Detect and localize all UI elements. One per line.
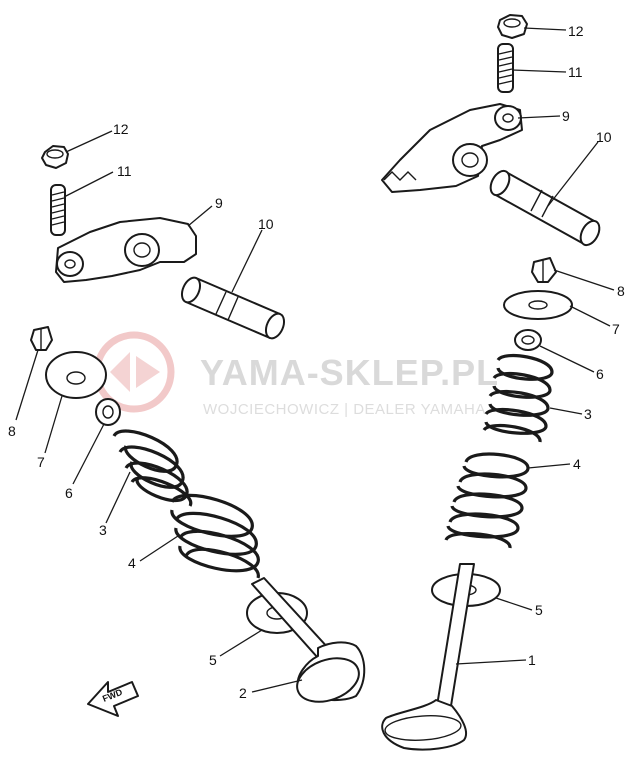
left-spring-retainer [45, 351, 107, 399]
callout-right-1: 1 [528, 652, 536, 668]
callout-right-10: 10 [596, 129, 612, 145]
watermark: YAMA-SKLEP.PL WOJCIECHOWICZ | DEALER YAM… [93, 331, 499, 418]
callout-left-12: 12 [113, 121, 129, 137]
left-adjuster-screw [50, 184, 66, 236]
callout-left-8: 8 [8, 423, 16, 439]
callout-right-4: 4 [573, 456, 581, 472]
left-outer-valve-spring [170, 493, 260, 579]
callout-right-5: 5 [535, 602, 543, 618]
right-rocker-arm [381, 103, 523, 193]
callout-right-8: 8 [617, 283, 625, 299]
callout-left-5: 5 [209, 652, 217, 668]
callout-left-11: 11 [117, 163, 132, 179]
left-inner-valve-spring [112, 429, 193, 507]
callout-left-6: 6 [65, 485, 73, 501]
right-inner-valve-spring [482, 353, 554, 443]
right-valve-cotter [531, 257, 557, 283]
right-spring-retainer [503, 290, 573, 320]
callout-left-2: 2 [239, 685, 247, 701]
callout-right-3: 3 [584, 406, 592, 422]
right-outer-valve-spring [444, 452, 530, 549]
callout-right-12: 12 [568, 23, 584, 39]
right-nut [497, 14, 528, 39]
left-valve [251, 577, 366, 703]
callout-left-9: 9 [215, 195, 223, 211]
forward-direction-arrow: FWD [87, 681, 139, 717]
left-nut [41, 145, 69, 169]
callout-right-11: 11 [568, 64, 583, 80]
callout-left-3: 3 [99, 522, 107, 538]
watermark-subtitle: WOJCIECHOWICZ | DEALER YAMAHA [203, 401, 486, 418]
left-rocker-arm [55, 217, 197, 283]
callout-left-4: 4 [128, 555, 136, 571]
left-rocker-shaft [180, 276, 286, 340]
watermark-title: YAMA-SKLEP.PL [200, 352, 499, 393]
watermark-logo-icon [93, 331, 175, 413]
callout-left-7: 7 [37, 454, 45, 470]
callout-right-7: 7 [612, 321, 620, 337]
leader-lines [15, 27, 615, 693]
right-valve-stem-seal [514, 329, 542, 351]
callout-right-6: 6 [596, 366, 604, 382]
left-valve-cotter [30, 326, 53, 351]
right-adjuster-screw [497, 43, 514, 93]
right-rocker-shaft [489, 169, 601, 247]
right-valve [381, 563, 475, 751]
callout-left-10: 10 [258, 216, 274, 232]
callout-right-9: 9 [562, 108, 570, 124]
left-valve-stem-seal [95, 398, 121, 426]
callout-labels: 12 11 9 10 8 7 6 3 4 5 2 12 11 9 10 8 7 … [8, 23, 625, 701]
